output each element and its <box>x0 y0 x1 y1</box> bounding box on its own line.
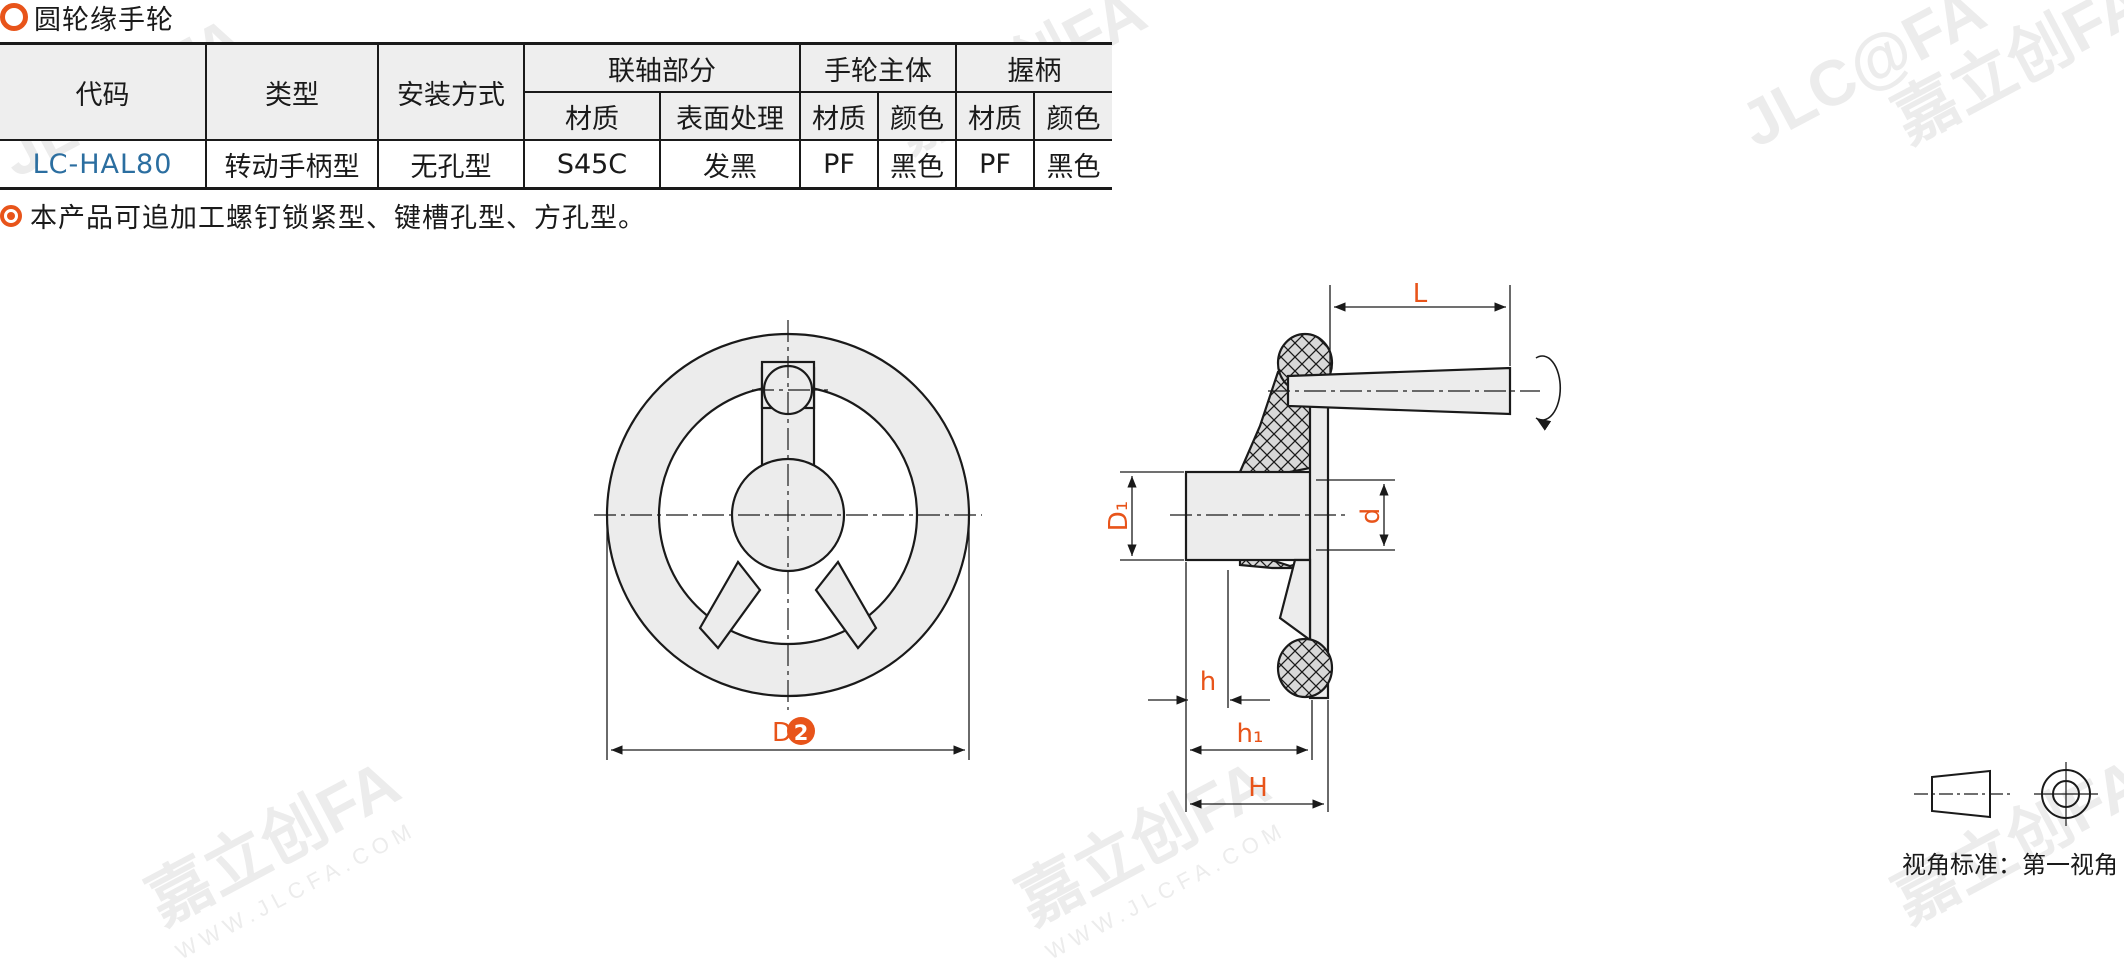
header-body: 手轮主体 <box>799 42 957 93</box>
technical-drawing: D 2 <box>594 279 2098 826</box>
front-view: D 2 <box>594 320 982 760</box>
cell-code[interactable]: LC-HAL80 <box>0 139 207 190</box>
dim-label-h: h <box>1200 667 1216 697</box>
shaft-bore <box>1184 470 1316 562</box>
dim-badge-circle <box>787 717 815 745</box>
cell-body-material: PF <box>799 139 879 190</box>
note-text: 本产品可追加工螺钉锁紧型、键槽孔型、方孔型。 <box>30 203 646 234</box>
dim-label-D1: D₁ <box>1104 501 1134 531</box>
header-install: 安装方式 <box>377 42 525 141</box>
note-row: 本产品可追加工螺钉锁紧型、键槽孔型、方孔型。 <box>0 196 646 235</box>
centerlines <box>594 320 982 710</box>
spec-table: 代码 类型 安装方式 联轴部分 手轮主体 握柄 材质 表面处理 材质 颜色 材质… <box>0 42 1112 190</box>
cell-coupling-material: S45C <box>523 139 661 190</box>
view-standard-label: 视角标准：第一视角 <box>1902 851 2118 879</box>
cell-grip-material: PF <box>955 139 1035 190</box>
header-body-material: 材质 <box>799 91 879 141</box>
cell-type: 转动手柄型 <box>205 139 379 190</box>
page-title: 圆轮缘手轮 <box>34 4 174 36</box>
table-subheader-row: 材质 表面处理 材质 颜色 材质 颜色 <box>0 91 1112 141</box>
dim-label-D: D <box>772 718 792 748</box>
header-coupling: 联轴部分 <box>523 42 801 93</box>
cell-grip-color: 黑色 <box>1033 139 1112 190</box>
header-coupling-material: 材质 <box>524 91 661 141</box>
header-body-color: 颜色 <box>877 91 957 141</box>
header-grip: 握柄 <box>955 42 1112 93</box>
dim-label-L: L <box>1413 279 1428 309</box>
lower-rim-section <box>1276 637 1334 699</box>
lower-spoke <box>1278 558 1312 643</box>
dim-badge-number: 2 <box>794 721 809 745</box>
side-view: L D₁ d h h₁ H <box>1104 279 1562 812</box>
dim-label-h1: h₁ <box>1237 719 1264 749</box>
dimension-D <box>606 520 970 760</box>
table-header-row: 代码 类型 安装方式 联轴部分 手轮主体 握柄 <box>0 42 1112 141</box>
dim-label-H: H <box>1248 773 1268 803</box>
header-type: 类型 <box>205 42 379 141</box>
cell-coupling-surface: 发黑 <box>659 139 801 190</box>
table-row: LC-HAL80 转动手柄型 无孔型 S45C 发黑 PF 黑色 PF 黑色 <box>0 139 1112 190</box>
first-angle-projection-symbol <box>1914 762 2098 826</box>
side-centerlines <box>1170 390 1540 516</box>
side-dimensions <box>1120 285 1511 812</box>
target-bullet-icon <box>0 204 22 227</box>
handle-grip <box>1286 366 1512 416</box>
header-grip-color: 颜色 <box>1033 91 1112 141</box>
cell-install: 无孔型 <box>377 139 525 190</box>
cell-body-color: 黑色 <box>877 139 957 190</box>
ring-bullet-icon <box>0 3 28 31</box>
header-code: 代码 <box>0 42 207 141</box>
dim-label-d: d <box>1356 508 1386 525</box>
rotation-arrow <box>1535 355 1562 431</box>
section-title: 圆轮缘手轮 <box>0 0 174 36</box>
header-coupling-surface: 表面处理 <box>659 91 801 141</box>
header-grip-material: 材质 <box>955 91 1035 141</box>
